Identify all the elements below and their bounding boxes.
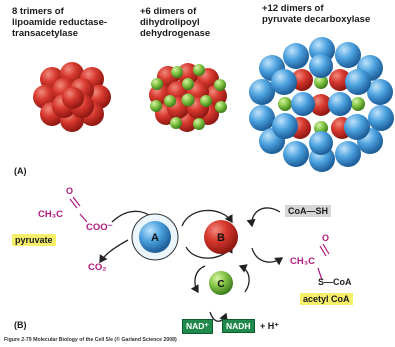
reaction-arrows [99, 207, 284, 322]
figure-footer: Figure 2-79 Molecular Biology of the Cel… [4, 337, 177, 343]
nad-plus-label: NAD⁺ [182, 319, 213, 334]
h-plus-label: + H⁺ [260, 321, 280, 331]
e2-e3-complex [149, 63, 227, 132]
enzyme-c: C [209, 271, 233, 295]
panel-label-b: (B) [14, 320, 27, 330]
pyruvate-label: pyruvate [12, 234, 56, 246]
acetyl-coa-bonds [317, 243, 330, 281]
enzyme-c-label: C [217, 279, 224, 290]
acetyl-oxygen: O [322, 233, 330, 243]
caption-e2-trimers: 8 trimers of lipoamide reductase- transa… [12, 6, 108, 39]
pyruvate-oxygen: O [66, 186, 74, 196]
enzyme-a-label: A [151, 232, 159, 244]
panel-label-a: (A) [14, 166, 27, 176]
enzyme-b-label: B [217, 232, 225, 244]
enzyme-b: B [204, 220, 238, 254]
caption-e3-dimers: +6 dimers of dihydrolipoyl dehydrogenase [140, 6, 211, 39]
coa-sh-label: CoA—SH [285, 205, 331, 217]
enzyme-a: A [131, 213, 179, 261]
full-pdh-complex [249, 37, 394, 172]
nadh-label: NADH [222, 319, 255, 333]
caption-e1-dimers: +12 dimers of pyruvate decarboxylase [262, 3, 371, 25]
co2-label: CO₂ [88, 262, 107, 273]
pyruvate-carboxylate: COO⁻ [86, 222, 113, 233]
acetyl-formula: CH₃C [290, 256, 315, 267]
e2-core-complex [33, 62, 111, 132]
pyruvate-bonds [69, 196, 88, 223]
acetyl-coa-label: acetyl CoA [300, 293, 353, 305]
pyruvate-formula: CH₃C [38, 209, 63, 220]
acetyl-s-coa: S—CoA [318, 277, 352, 287]
